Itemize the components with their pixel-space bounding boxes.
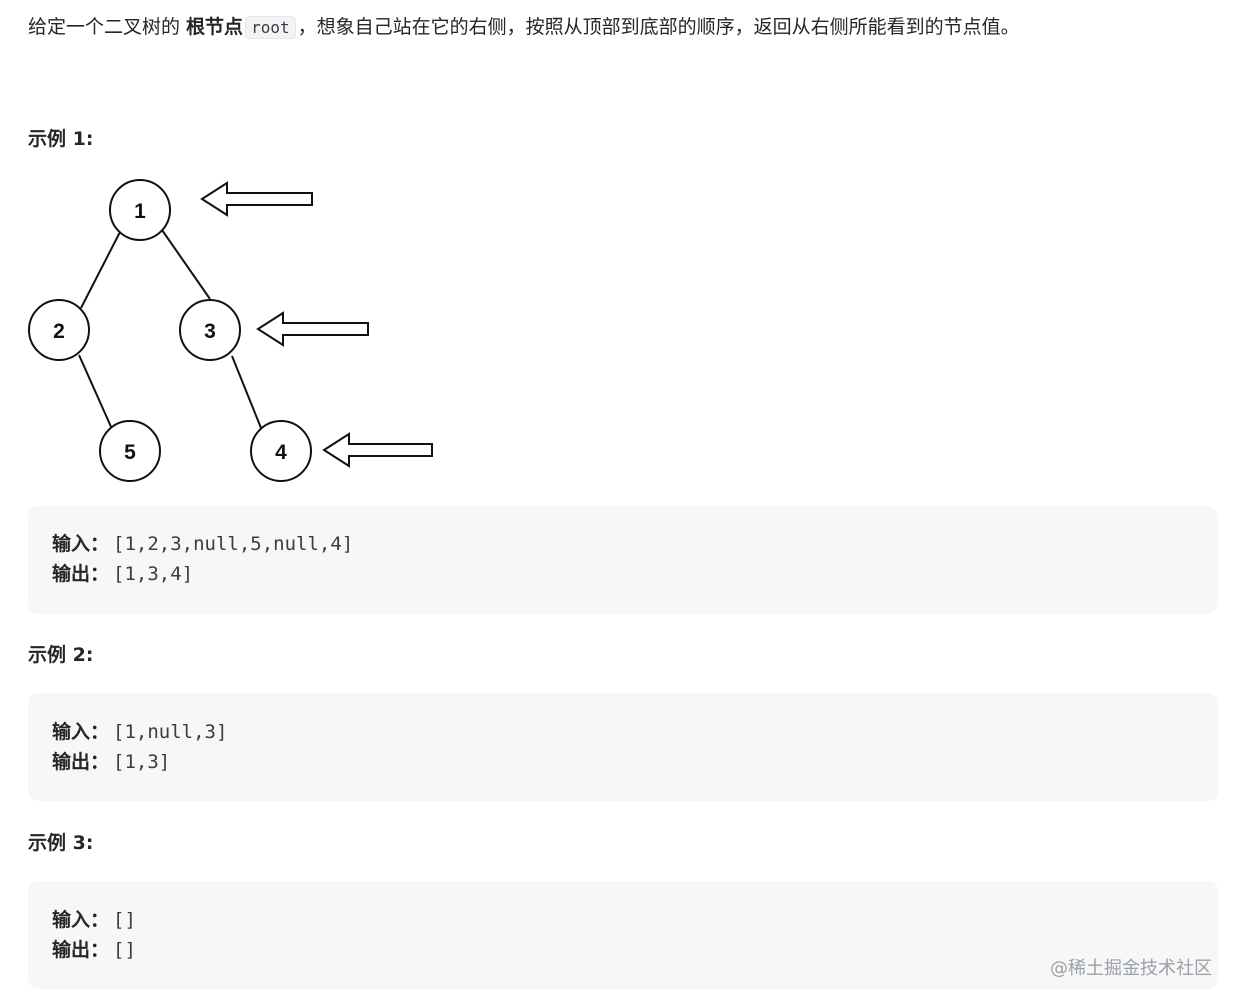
arrow-left-icon <box>256 311 369 347</box>
tree-node-label: 1 <box>134 200 146 223</box>
tree-edge-2-5 <box>78 354 113 430</box>
binary-tree-diagram: 1 2 3 5 4 <box>28 179 433 482</box>
output-value: [] <box>113 939 136 961</box>
tree-node-label: 5 <box>124 441 136 464</box>
tree-node-3: 3 <box>179 299 241 361</box>
example-1-title: 示例 1: <box>28 128 94 150</box>
tree-node-1: 1 <box>109 179 171 241</box>
intro-text-before: 给定一个二叉树的 <box>28 16 187 38</box>
input-value: [] <box>113 909 136 931</box>
intro-text-after: ，想象自己站在它的右侧，按照从顶部到底部的顺序，返回从右侧所能看到的节点值。 <box>297 16 1020 38</box>
example-3-box: 输入：[] 输出：[] <box>28 881 1218 989</box>
arrow-left-icon <box>322 432 433 468</box>
tree-node-2: 2 <box>28 299 90 361</box>
input-value: [1,2,3,null,5,null,4] <box>113 533 354 555</box>
tree-node-5: 5 <box>99 420 161 482</box>
example-3-output: 输出：[] <box>52 935 136 965</box>
input-label: 输入： <box>52 721 110 743</box>
tree-edge-1-3 <box>161 229 211 300</box>
example-2-output: 输出：[1,3] <box>52 747 170 777</box>
tree-node-4: 4 <box>250 420 312 482</box>
intro-bold-root-node: 根节点 <box>186 16 244 38</box>
output-label: 输出： <box>52 939 110 961</box>
tree-node-label: 2 <box>53 320 65 343</box>
example-3-input: 输入：[] <box>52 905 136 935</box>
output-label: 输出： <box>52 751 110 773</box>
example-1-input: 输入：[1,2,3,null,5,null,4] <box>52 529 353 559</box>
tree-node-label: 4 <box>275 441 287 464</box>
arrow-left-icon <box>200 181 313 217</box>
inline-code-root: root <box>245 16 296 39</box>
tree-edge-3-4 <box>231 355 262 429</box>
input-label: 输入： <box>52 533 110 555</box>
output-label: 输出： <box>52 563 110 585</box>
input-label: 输入： <box>52 909 110 931</box>
example-2-input: 输入：[1,null,3] <box>52 717 227 747</box>
example-2-box: 输入：[1,null,3] 输出：[1,3] <box>28 693 1218 801</box>
watermark-text: @稀土掘金技术社区 <box>1050 958 1212 979</box>
tree-edge-1-2 <box>80 231 121 309</box>
example-3-title: 示例 3: <box>28 832 94 854</box>
input-value: [1,null,3] <box>113 721 228 743</box>
output-value: [1,3,4] <box>113 563 194 585</box>
example-1-box: 输入：[1,2,3,null,5,null,4] 输出：[1,3,4] <box>28 506 1218 614</box>
example-2-title: 示例 2: <box>28 644 94 666</box>
tree-node-label: 3 <box>204 320 216 343</box>
output-value: [1,3] <box>113 751 171 773</box>
example-1-output: 输出：[1,3,4] <box>52 559 193 589</box>
